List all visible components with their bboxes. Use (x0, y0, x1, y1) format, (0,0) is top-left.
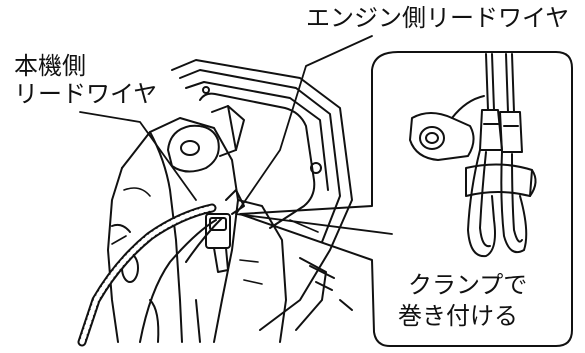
engine-housing (107, 59, 353, 343)
leader-lines (79, 35, 393, 235)
clamp-instruction-line1: クランプで (408, 271, 528, 299)
unit-side-label-line2: リードワイヤ (14, 80, 158, 108)
clamp-instruction-line2: 巻き付ける (398, 302, 518, 330)
unit-side-label-line1: 本機側 (14, 52, 86, 80)
housing-texture (111, 187, 319, 285)
connector-clamp (205, 189, 245, 273)
unit-side-lead-wire-drawing (77, 203, 223, 347)
detail-callout (239, 51, 573, 347)
engine-side-lead-wire-label: エンジン側リードワイヤ (306, 4, 570, 32)
clamp-detail (409, 53, 537, 258)
